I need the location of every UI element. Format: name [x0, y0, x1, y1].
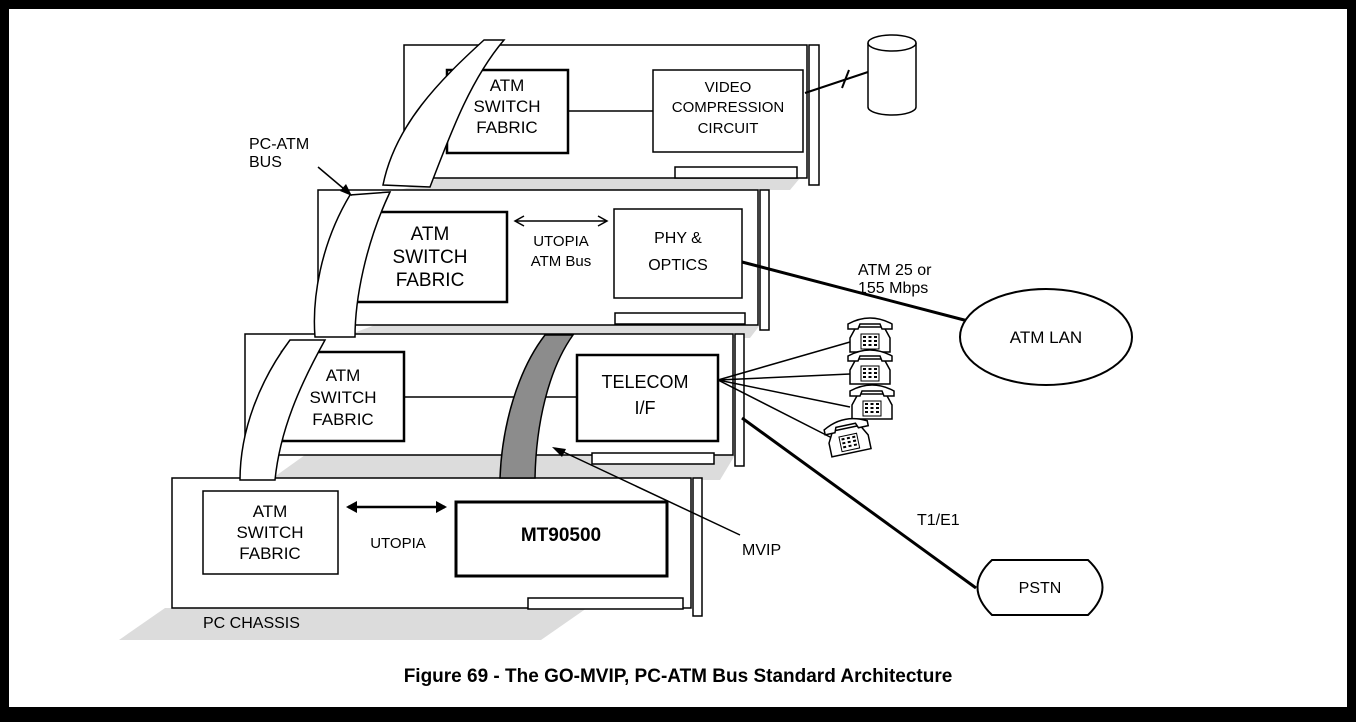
- telephone-icon: [847, 317, 893, 353]
- card-second-atm-switch-fabric: [354, 210, 509, 304]
- card-second-device-line2: OPTICS: [648, 257, 708, 274]
- mvip-ribbon: [499, 334, 575, 479]
- card-top-device-line1: VIDEO: [705, 79, 752, 96]
- card-second-switch-line1: ATM: [411, 224, 450, 245]
- atm-rate-line1: ATM 25 or: [858, 262, 932, 279]
- pstn-label: PSTN: [1019, 580, 1062, 597]
- card-bottom: ATM SWITCH FABRIC UTOPIA MT90500: [171, 477, 703, 617]
- card-top-device-line3: CIRCUIT: [698, 120, 759, 137]
- card-second: ATM SWITCH FABRIC UTOPIA ATM Bus PHY & O…: [317, 189, 770, 331]
- card-bottom-edge-connector: [527, 597, 684, 610]
- card-bottom-switch-line2: SWITCH: [236, 523, 303, 542]
- telephone-icon: [849, 384, 895, 420]
- card-third-edge-connector: [591, 452, 715, 465]
- pstn-link: [741, 416, 977, 590]
- card-bottom-switch-line3: FABRIC: [239, 544, 300, 563]
- card-bottom-mt90500: [454, 500, 669, 578]
- pc-chassis-label: PC CHASSIS: [203, 615, 300, 632]
- card-top-edge-connector: [674, 166, 798, 179]
- card-top-switch-line2: SWITCH: [473, 97, 540, 116]
- atm-rate-line2: 155 Mbps: [858, 280, 928, 297]
- card-bottom-bracket: [692, 477, 703, 617]
- card-top-bracket: [808, 44, 820, 186]
- t1e1-label: T1/E1: [917, 512, 960, 529]
- card-third-telecom-if: [575, 353, 720, 443]
- card-second-switch-line3: FABRIC: [396, 270, 465, 291]
- phone-lines: [717, 341, 851, 439]
- mvip-label: MVIP: [742, 542, 781, 559]
- pc-chassis-shadow: [119, 608, 587, 640]
- card-bottom-switch-line1: ATM: [253, 502, 288, 521]
- card-third-switch-line3: FABRIC: [312, 410, 373, 429]
- card-bottom-atm-switch-fabric: [202, 490, 339, 575]
- pstn-shape: [976, 559, 1104, 616]
- card-third-device-line1: TELECOM: [601, 372, 688, 392]
- pc-atm-bus-ribbons: [239, 39, 506, 481]
- card-second-device-line1: PHY &: [654, 230, 702, 247]
- telephone-icon: [847, 349, 893, 385]
- mvip-pointer: [554, 447, 741, 536]
- card-bottom-device-label: MT90500: [521, 525, 601, 546]
- card-bottom-link-label: UTOPIA: [370, 535, 426, 552]
- card-third-switch-line1: ATM: [326, 366, 361, 385]
- card-second-link-line2: ATM Bus: [531, 253, 592, 270]
- card-top-switch-line3: FABRIC: [476, 118, 537, 137]
- atm-lan-ellipse: [959, 288, 1133, 386]
- card-third-device-line2: I/F: [635, 398, 656, 418]
- card-second-bracket: [759, 189, 770, 331]
- card-second-edge-connector: [614, 312, 746, 325]
- atm-lan-label: ATM LAN: [1010, 328, 1082, 347]
- atm-lan-link: [741, 260, 969, 323]
- pc-atm-bus-label-line1: PC-ATM: [249, 136, 309, 153]
- card-second-switch-line2: SWITCH: [393, 247, 468, 268]
- pc-atm-bus-label-line2: BUS: [249, 154, 282, 171]
- card-second-phy-optics: [613, 208, 743, 299]
- figure-caption: Figure 69 - The GO-MVIP, PC-ATM Bus Stan…: [404, 666, 953, 687]
- card-top-switch-line1: ATM: [490, 76, 525, 95]
- card-third: ATM SWITCH FABRIC TELECOM I/F: [244, 333, 745, 467]
- storage-cylinder: [804, 34, 917, 116]
- card-top-video-compression: [652, 69, 804, 153]
- card-second-link-line1: UTOPIA: [533, 233, 589, 250]
- card-top-device-line2: COMPRESSION: [672, 99, 785, 116]
- card-third-bracket: [734, 333, 745, 467]
- card-third-switch-line2: SWITCH: [309, 388, 376, 407]
